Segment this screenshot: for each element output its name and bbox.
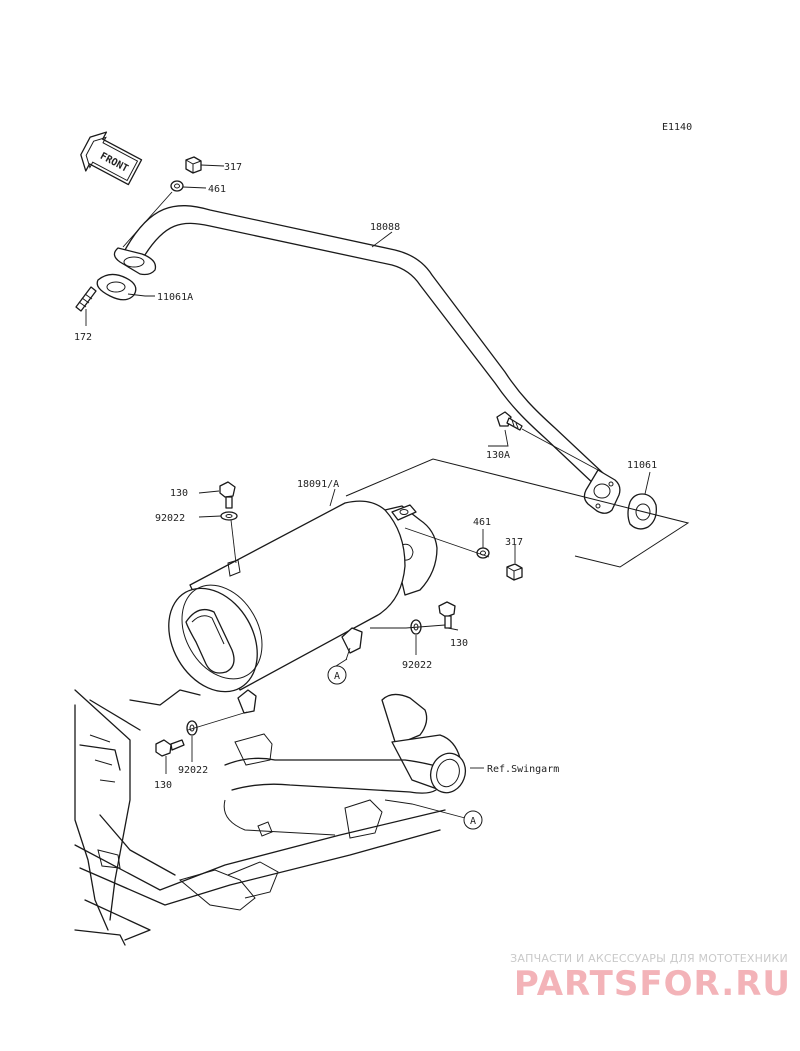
label-18091A: 18091/A — [297, 479, 339, 490]
label-130-right: 130 — [450, 638, 468, 649]
front-arrow-icon: FRONT — [80, 131, 143, 186]
callout-a2: A — [463, 810, 483, 830]
label-92022-left-top: 92022 — [155, 513, 185, 524]
reference-plane — [345, 458, 690, 568]
bolt-130-right — [438, 601, 456, 629]
stud-172 — [75, 286, 97, 312]
label-461-top: 461 — [208, 184, 226, 195]
label-92022-right: 92022 — [402, 660, 432, 671]
diagram-code: E1140 — [662, 122, 692, 133]
label-317-right: 317 — [505, 537, 523, 548]
muffler-18091A — [168, 500, 438, 714]
label-92022-bottom: 92022 — [178, 765, 208, 776]
label-130A: 130A — [486, 450, 510, 461]
nut-317-right — [506, 563, 523, 581]
label-11061A: 11061A — [157, 292, 193, 303]
watermark-logo: PARTSFOR.RU — [513, 964, 791, 1004]
label-11061: 11061 — [627, 460, 657, 471]
svg-text:A: A — [470, 816, 476, 827]
label-317-top: 317 — [224, 162, 242, 173]
leader-lines — [85, 164, 651, 819]
label-461-right: 461 — [473, 517, 491, 528]
washer-92022-left-top — [220, 511, 238, 521]
inlet-flange — [113, 247, 157, 276]
label-130-bottom: 130 — [154, 780, 172, 791]
callout-a1: A — [327, 665, 347, 685]
bolt-130-bottom — [155, 739, 185, 757]
frame-and-swingarm — [74, 689, 467, 946]
label-18088: 18088 — [370, 222, 400, 233]
exhaust-pipe-18088 — [124, 205, 621, 514]
washer-92022-bottom — [186, 720, 198, 736]
washer-461-top — [170, 180, 184, 192]
label-130-left-top: 130 — [170, 488, 188, 499]
nut-317-top — [185, 156, 202, 174]
bolt-130-left-top — [219, 481, 236, 509]
label-172: 172 — [74, 332, 92, 343]
watermark-tagline: ЗАПЧАСТИ И АКСЕССУАРЫ ДЛЯ МОТОТЕХНИКИ — [510, 952, 788, 965]
svg-text:A: A — [334, 671, 340, 682]
label-ref-swingarm: Ref.Swingarm — [487, 764, 559, 775]
bolt-130A — [496, 411, 523, 431]
gasket-11061A — [96, 273, 137, 301]
